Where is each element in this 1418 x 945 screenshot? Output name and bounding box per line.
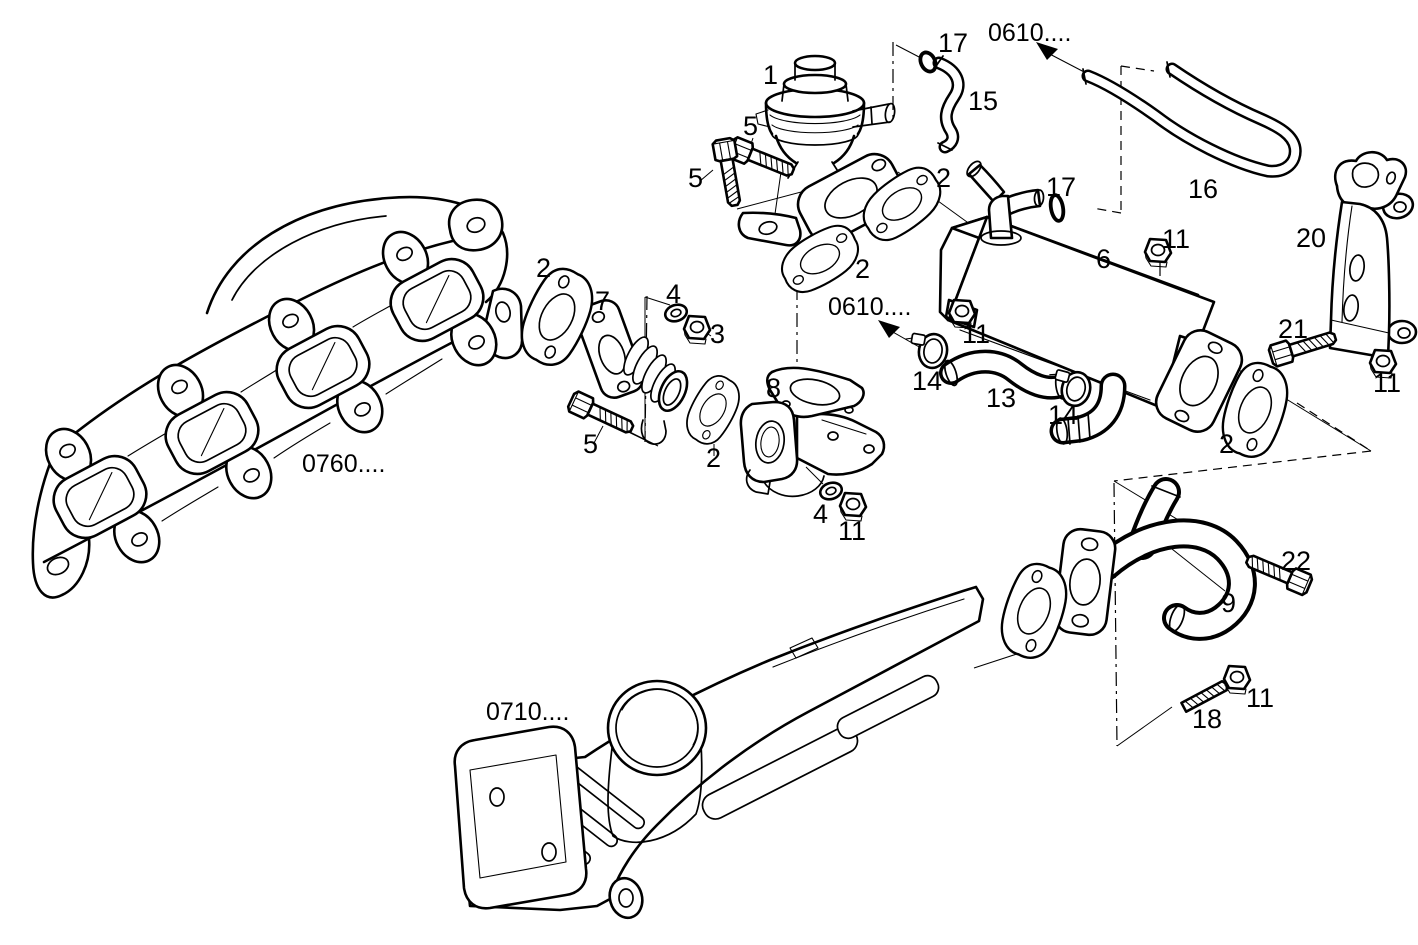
ref-arrowhead: [1036, 42, 1058, 60]
callout-nut: 11: [1246, 683, 1274, 713]
bolt: [565, 389, 638, 440]
callout-clamp: 14: [1048, 400, 1078, 430]
callout-o-ring: 17: [1046, 172, 1076, 202]
elbow-housing: [739, 366, 886, 498]
callout-gasket: 2: [706, 443, 721, 473]
callout-nut: 11: [1373, 368, 1401, 398]
callout-nut: 3: [710, 319, 725, 349]
callout-elbow: 8: [766, 373, 781, 403]
callout-bracket: 20: [1296, 223, 1326, 253]
hose-clamp: [900, 327, 952, 372]
callout-gasket: 2: [936, 163, 951, 193]
egr-hose-15: [932, 55, 965, 154]
callout-nut: 11: [838, 516, 866, 546]
ref-code-0760: 0760....: [302, 450, 385, 478]
callout-egr-valve: 1: [763, 60, 778, 90]
leader-dash: [1113, 402, 1372, 482]
centerline: [1113, 482, 1118, 747]
egr-pipe-9: [1053, 477, 1257, 641]
leader-bracket: [1092, 65, 1155, 215]
callout-bolt: 22: [1281, 546, 1311, 576]
exhaust-manifold: [21, 195, 524, 599]
egr-pipe-16: [1081, 61, 1302, 178]
intake-manifold: [453, 585, 985, 920]
callout-bolt: 5: [583, 429, 598, 459]
callout-cooler: 6: [1096, 244, 1111, 274]
callout-hose-13: 13: [986, 383, 1016, 413]
egr-valve: [737, 54, 906, 247]
callout-washer: 4: [813, 499, 828, 529]
callout-bolt: 21: [1278, 314, 1308, 344]
nut: [682, 314, 712, 346]
callout-clamp: 14: [912, 366, 942, 396]
leader-line: [1171, 548, 1226, 592]
callout-bolt: 5: [743, 111, 758, 141]
leader-line: [895, 44, 922, 59]
support-bracket: [1328, 150, 1418, 360]
ref-code-0710: 0710....: [486, 698, 569, 726]
callout-gasket: 2: [536, 253, 551, 283]
callout-stud: 18: [1192, 704, 1222, 734]
callout-pipe-16: 16: [1188, 174, 1218, 204]
clip: [918, 50, 938, 74]
callout-nut: 11: [962, 319, 990, 349]
callout-gasket: 2: [1219, 429, 1234, 459]
callout-washer: 4: [666, 279, 681, 309]
callout-nut: 11: [1162, 224, 1190, 254]
ref-code-0610-mid: 0610....: [828, 293, 911, 321]
callout-bolt: 5: [688, 163, 703, 193]
leader-line: [805, 466, 824, 485]
callout-gasket: 2: [855, 254, 870, 284]
callout-adapter: 7: [595, 286, 610, 316]
callout-clip: 17: [938, 28, 968, 58]
egr-cooler: [938, 160, 1244, 445]
o-ring: [1048, 193, 1066, 223]
ref-code-0610-top: 0610....: [988, 19, 1071, 47]
ref-arrowhead: [878, 320, 900, 338]
adapter-fitting: [575, 299, 689, 445]
leader-line: [1116, 706, 1173, 747]
callout-hose-15: 15: [968, 86, 998, 116]
callout-pipe-9: 9: [1221, 588, 1236, 618]
